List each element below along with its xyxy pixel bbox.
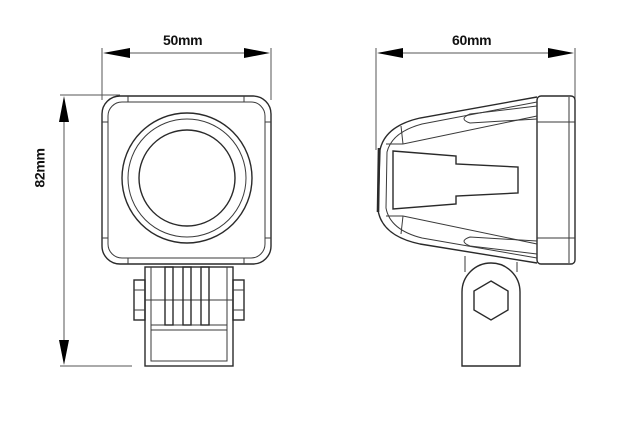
hex-bolt-icon: [473, 280, 509, 321]
front-housing: [101, 95, 272, 265]
height-dimension: [59, 94, 132, 367]
side-mount-tab: [461, 256, 521, 367]
side-body: [376, 96, 538, 264]
side-depth-label: 60mm: [452, 32, 492, 48]
front-mount-bracket: [133, 266, 245, 367]
front-width-label: 50mm: [163, 32, 203, 48]
front-lens: [121, 112, 253, 244]
front-width-dimension: [101, 48, 272, 100]
front-view: [59, 48, 272, 367]
side-width-dimension: [375, 48, 576, 150]
side-view: [375, 48, 576, 367]
height-label: 82mm: [31, 148, 48, 188]
side-bezel: [536, 95, 576, 265]
side-label-plate: [392, 150, 519, 210]
